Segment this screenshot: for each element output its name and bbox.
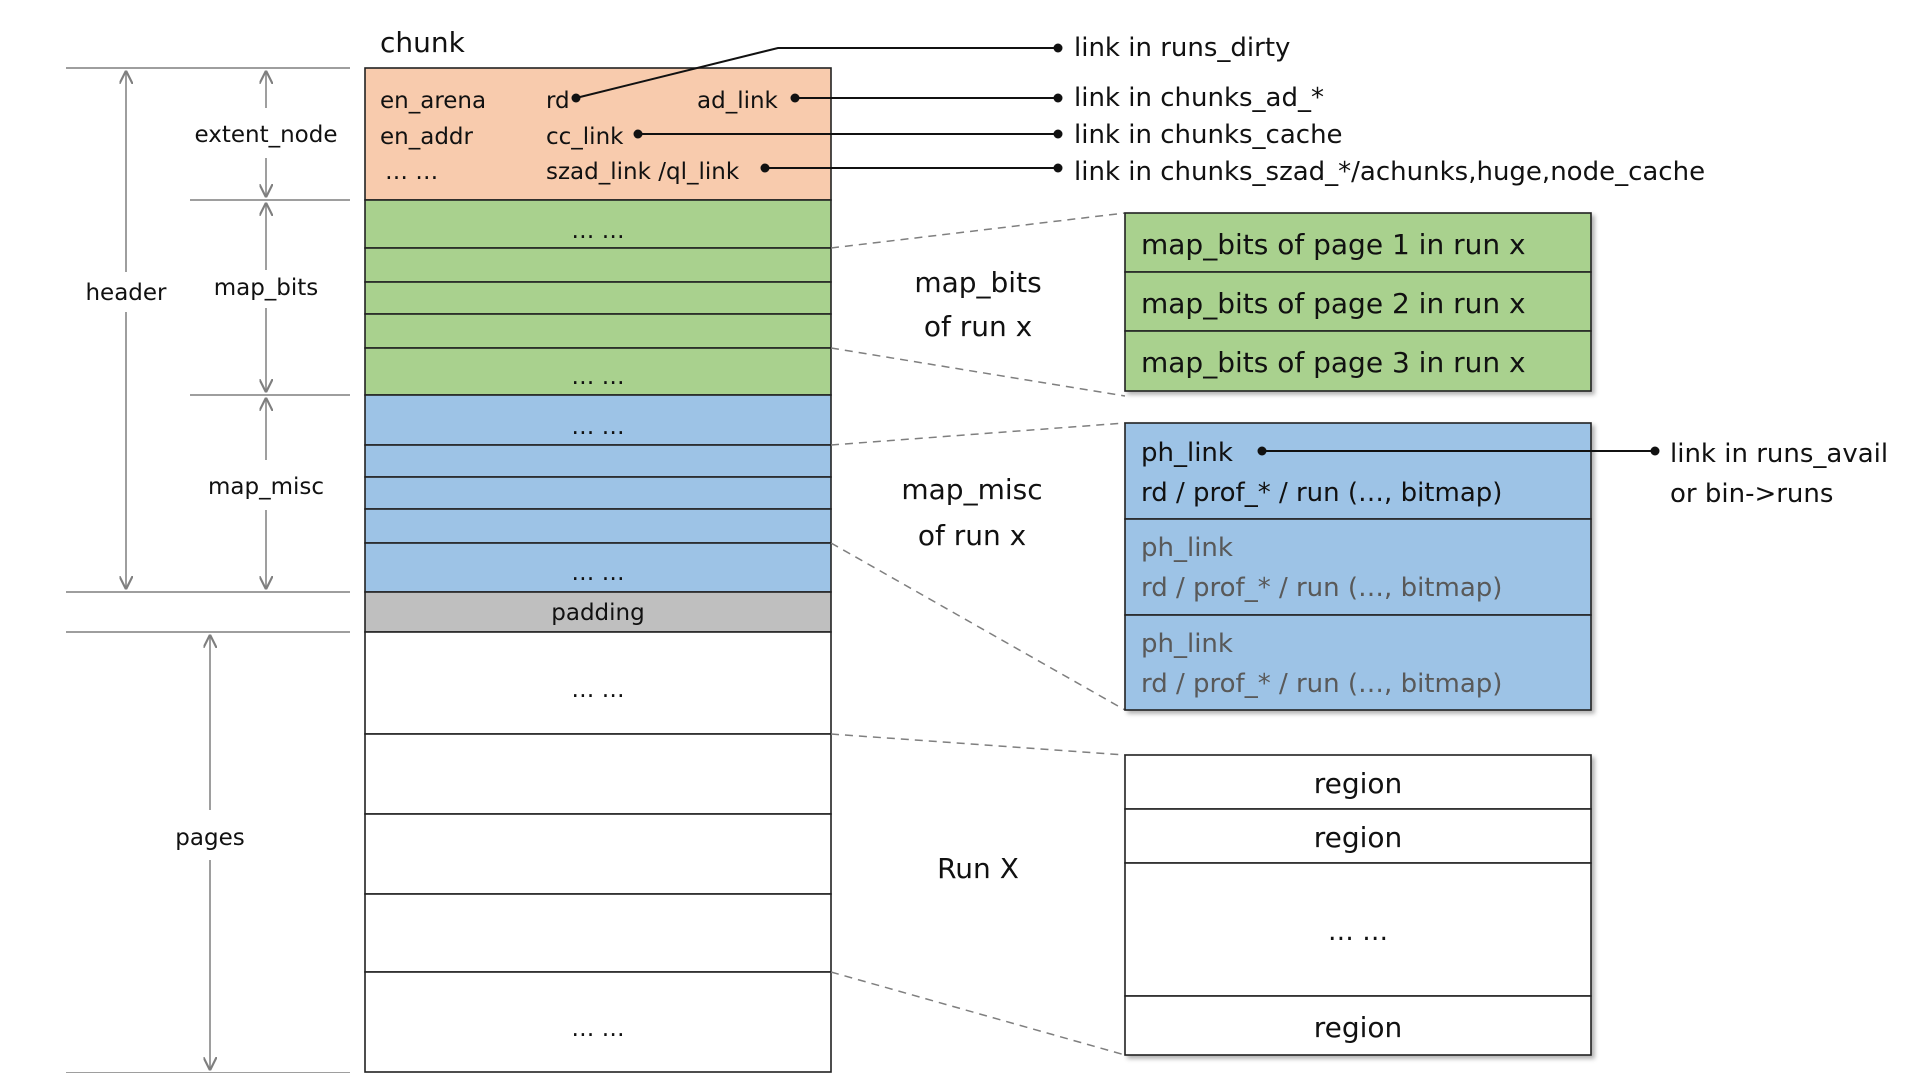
map-misc-row bbox=[364, 476, 832, 510]
map-misc-ph-link: ph_link bbox=[1141, 533, 1233, 563]
padding-label: padding bbox=[551, 600, 644, 626]
map-misc-fields: rd / prof_* / run (…, bitmap) bbox=[1141, 669, 1502, 699]
page-row bbox=[364, 631, 832, 735]
map-misc-detail-title-line2: of run x bbox=[918, 519, 1026, 552]
map-bits-detail-title-line2: of run x bbox=[924, 310, 1032, 343]
map-bits-row bbox=[364, 247, 832, 283]
szad-link-field: szad_link /ql_link bbox=[546, 159, 740, 185]
map-misc-ellipsis-bottom: … … bbox=[571, 560, 624, 586]
map-bits-entry: map_bits of page 3 in run x bbox=[1141, 346, 1526, 379]
pages-ellipsis-top: … … bbox=[571, 677, 624, 703]
map-misc-ph-link: ph_link bbox=[1141, 629, 1233, 659]
map-misc-fields: rd / prof_* / run (…, bitmap) bbox=[1141, 478, 1502, 508]
run-region: region bbox=[1314, 821, 1403, 854]
chunks-ad-link-label: link in chunks_ad_* bbox=[1074, 83, 1324, 113]
en-arena-field: en_arena bbox=[380, 88, 486, 114]
extent-node-ellipsis: … … bbox=[385, 159, 438, 185]
page-row bbox=[364, 733, 832, 815]
map-bits-entry: map_bits of page 2 in run x bbox=[1141, 287, 1526, 320]
chunks-szad-link-label: link in chunks_szad_*/achunks,huge,node_… bbox=[1074, 157, 1705, 187]
extent-node-link-lines bbox=[575, 47, 1058, 169]
map-bits-ellipsis-bottom: … … bbox=[571, 364, 624, 390]
chunk-title: chunk bbox=[380, 26, 466, 59]
extent-node-link-dots bbox=[571, 43, 1063, 173]
runs-dirty-link-label: link in runs_dirty bbox=[1074, 33, 1290, 63]
padding-block bbox=[364, 591, 832, 633]
ad-link-field: ad_link bbox=[697, 88, 779, 114]
map-misc-detail-title-line1: map_misc bbox=[901, 473, 1042, 506]
run-region-ellipsis: … … bbox=[1328, 917, 1388, 947]
page-row bbox=[364, 893, 832, 973]
map-bits-label: map_bits bbox=[214, 275, 319, 301]
map-misc-detail-box bbox=[1124, 422, 1592, 711]
runs-avail-link-label-line2: or bin->runs bbox=[1670, 479, 1833, 509]
map-bits-row bbox=[364, 313, 832, 349]
map-bits-row bbox=[364, 199, 832, 249]
dimension-lines bbox=[66, 67, 350, 1073]
ph-link-line bbox=[1257, 446, 1660, 456]
map-misc-fields: rd / prof_* / run (…, bitmap) bbox=[1141, 573, 1502, 603]
run-region: region bbox=[1314, 1011, 1403, 1044]
rd-field: rd bbox=[546, 88, 570, 114]
run-x-title: Run X bbox=[937, 852, 1019, 885]
map-bits-row bbox=[364, 281, 832, 315]
pages-ellipsis-bottom: … … bbox=[571, 1016, 624, 1042]
map-bits-detail-box bbox=[1124, 212, 1592, 392]
run-x-box bbox=[1124, 754, 1592, 1056]
extent-node-label: extent_node bbox=[194, 122, 337, 148]
map-bits-ellipsis-top: … … bbox=[571, 218, 624, 244]
pages-label: pages bbox=[175, 825, 244, 851]
map-misc-ph-link: ph_link bbox=[1141, 438, 1233, 468]
cc-link-field: cc_link bbox=[546, 124, 624, 150]
header-label: header bbox=[85, 280, 167, 306]
map-misc-row bbox=[364, 444, 832, 478]
page-row bbox=[364, 813, 832, 895]
map-bits-entry: map_bits of page 1 in run x bbox=[1141, 228, 1526, 261]
map-misc-ellipsis-top: … … bbox=[571, 414, 624, 440]
zoom-guide-lines bbox=[830, 212, 1126, 1056]
chunks-cache-link-label: link in chunks_cache bbox=[1074, 120, 1343, 150]
map-bits-detail-title-line1: map_bits bbox=[914, 266, 1041, 299]
en-addr-field: en_addr bbox=[380, 124, 474, 150]
map-misc-row bbox=[364, 508, 832, 544]
map-misc-label: map_misc bbox=[208, 474, 324, 500]
runs-avail-link-label-line1: link in runs_avail bbox=[1670, 439, 1888, 469]
run-region: region bbox=[1314, 767, 1403, 800]
map-misc-row bbox=[364, 542, 832, 593]
page-row bbox=[364, 971, 832, 1073]
